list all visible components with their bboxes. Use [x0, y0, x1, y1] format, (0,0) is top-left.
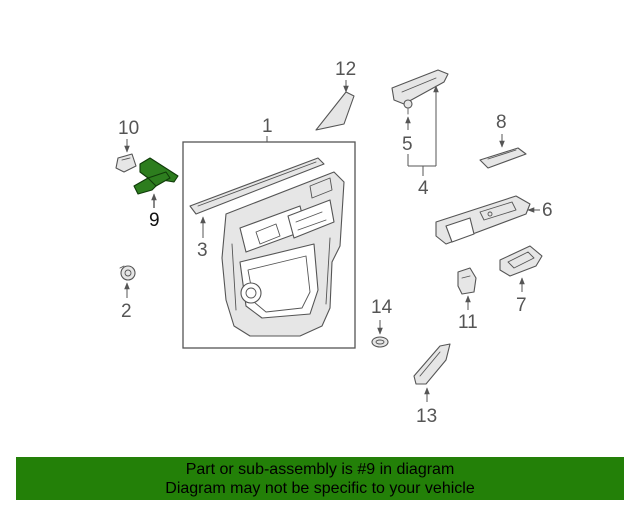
callout-2: 2	[121, 301, 132, 322]
callout-13: 13	[416, 406, 437, 427]
callout-6: 6	[542, 200, 553, 221]
callout-8: 8	[496, 112, 507, 133]
parts-diagram: 1 3 10 9 2 12 4 5	[115, 59, 553, 427]
callout-5: 5	[402, 134, 413, 155]
trim-plate-part-8	[479, 147, 527, 169]
bracket-part-9-highlighted	[133, 157, 179, 195]
switch-panel-part-6	[435, 195, 531, 245]
door-panel-assembly	[182, 141, 356, 349]
bracket-part-11	[457, 267, 477, 295]
armrest-pad-part-4	[391, 69, 449, 105]
callout-7: 7	[516, 295, 527, 316]
info-banner: Part or sub-assembly is #9 in diagram Di…	[16, 457, 624, 500]
belt-weatherstrip	[189, 157, 325, 215]
pull-cup-part-7	[499, 245, 543, 277]
screw-part-5	[403, 99, 413, 115]
callout-4: 4	[418, 178, 429, 199]
callout-12: 12	[335, 59, 356, 80]
callout-10: 10	[118, 118, 139, 139]
callout-9: 9	[149, 210, 160, 231]
callout-14: 14	[371, 297, 393, 318]
trim-piece-part-13	[413, 343, 451, 385]
callout-11: 11	[458, 312, 478, 333]
clip-part-10	[115, 153, 137, 173]
callout-1: 1	[262, 116, 273, 137]
banner-line-2: Diagram may not be specific to your vehi…	[165, 479, 475, 497]
clip-part-14	[371, 336, 389, 348]
corner-trim-part-12	[315, 91, 355, 131]
banner-line-1: Part or sub-assembly is #9 in diagram	[185, 460, 455, 478]
bolt-part-2	[119, 265, 136, 281]
callout-3: 3	[197, 240, 208, 261]
